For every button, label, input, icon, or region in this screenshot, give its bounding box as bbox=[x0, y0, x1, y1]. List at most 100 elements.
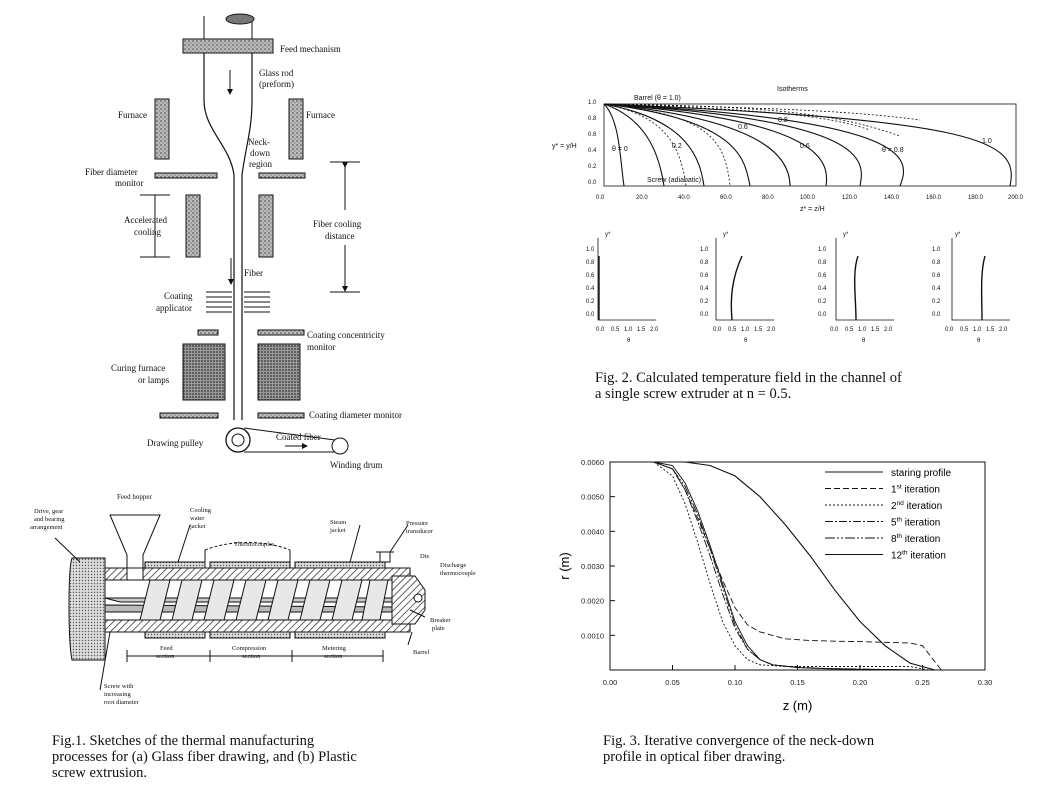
series-line-2 bbox=[653, 461, 942, 671]
fig2-contour-label: 1.0 bbox=[982, 138, 992, 145]
label-metering-1: Metering bbox=[322, 645, 346, 652]
y-tick-label: 0.0020 bbox=[581, 597, 604, 606]
x-tick-label: 0.00 bbox=[603, 678, 618, 687]
label-concentricity-2: monitor bbox=[307, 342, 336, 352]
fig2-ytick: 0.8 bbox=[588, 116, 597, 122]
fig2-xtick: 40.0 bbox=[678, 195, 690, 201]
profile-ytick: 0.4 bbox=[932, 286, 941, 292]
label-drive-2: and bearing bbox=[34, 516, 65, 523]
profile-ylabel: y* bbox=[955, 232, 961, 238]
profile-ytick: 1.0 bbox=[818, 247, 827, 253]
curing-right bbox=[257, 343, 301, 401]
label-pressure-2: transducer bbox=[406, 528, 434, 535]
x-tick-label: 0.20 bbox=[853, 678, 868, 687]
fig2-contour-label: 0.2 bbox=[672, 143, 682, 150]
y-axis-label: r (m) bbox=[557, 552, 572, 579]
fig2-xtick: 200.0 bbox=[1008, 195, 1024, 201]
fig3-caption-line1: Fig. 3. Iterative convergence of the nec… bbox=[603, 733, 875, 749]
label-steam-2: jacket bbox=[330, 527, 346, 534]
legend-label: 8th iteration bbox=[891, 533, 940, 545]
profile-ytick: 0.4 bbox=[700, 286, 709, 292]
profile-ytick: 0.2 bbox=[586, 299, 595, 305]
label-glass-rod: Glass rod bbox=[259, 68, 294, 78]
profile-ytick: 0.2 bbox=[932, 299, 941, 305]
profile-ytick: 1.0 bbox=[932, 247, 941, 253]
profile-xtick: 0.0 bbox=[945, 327, 954, 333]
profile-xtick: 1.5 bbox=[754, 327, 763, 333]
profile-ytick: 0.4 bbox=[586, 286, 595, 292]
profile-xtick: 1.5 bbox=[637, 327, 646, 333]
profile-ytick: 0.0 bbox=[818, 312, 827, 318]
fig2-xtick: 80.0 bbox=[762, 195, 774, 201]
label-feed-mechanism: Feed mechanism bbox=[280, 44, 341, 54]
profile-ytick: 0.4 bbox=[818, 286, 827, 292]
label-screw-2: increasing bbox=[104, 691, 131, 698]
coating-applicator bbox=[206, 291, 270, 313]
profile-ylabel: y* bbox=[843, 232, 849, 238]
x-tick-label: 0.10 bbox=[728, 678, 743, 687]
fig1-caption-line2: processes for (a) Glass fiber drawing, a… bbox=[52, 749, 357, 765]
fig2-xtick: 60.0 bbox=[720, 195, 732, 201]
label-cooling-2: water bbox=[190, 515, 205, 522]
profile-xlabel: θ bbox=[744, 338, 748, 344]
label-breaker-2: plate bbox=[432, 625, 445, 632]
fig2-ytick: 0.6 bbox=[588, 132, 597, 138]
legend-label: 12th iteration bbox=[891, 550, 946, 562]
profile-ytick: 0.2 bbox=[818, 299, 827, 305]
fig3-caption-line2: profile in optical fiber drawing. bbox=[603, 749, 786, 765]
profile-ytick: 0.0 bbox=[586, 312, 595, 318]
series-line-5 bbox=[653, 461, 923, 671]
profile-xtick: 0.0 bbox=[713, 327, 722, 333]
fig2-profiles bbox=[597, 238, 1010, 321]
label-furnace-left: Furnace bbox=[118, 110, 147, 120]
label-preform: (preform) bbox=[259, 79, 294, 89]
winding-drum-shape bbox=[331, 437, 349, 455]
profile-xtick: 0.5 bbox=[960, 327, 969, 333]
y-tick-label: 0.0030 bbox=[581, 562, 604, 571]
profile-xlabel: θ bbox=[862, 338, 866, 344]
label-discharge-2: thermocouple bbox=[440, 570, 476, 577]
label-fiber-cooling-1: Fiber cooling bbox=[313, 219, 362, 229]
profile-xtick: 1.5 bbox=[986, 327, 995, 333]
profile-xlabel: θ bbox=[977, 338, 981, 344]
fig2-contour-label: θ = 0.8 bbox=[882, 147, 904, 154]
fig2-contour-label: 0.6 bbox=[800, 143, 810, 150]
label-accelerated-1: Accelerated bbox=[124, 215, 167, 225]
profile-ytick: 0.8 bbox=[818, 260, 827, 266]
profile-xtick: 2.0 bbox=[999, 327, 1008, 333]
label-drive-1: Drive, gear bbox=[34, 508, 64, 515]
profile-ytick: 0.8 bbox=[700, 260, 709, 266]
fig2-xlabel: z* = z/H bbox=[800, 206, 825, 213]
fig1b-extruder bbox=[54, 514, 426, 691]
furnace-right-block bbox=[288, 98, 304, 160]
label-concentricity-1: Coating concentricity bbox=[307, 330, 385, 340]
label-curing-1: Curing furnace bbox=[111, 363, 166, 373]
profile-xtick: 0.5 bbox=[611, 327, 620, 333]
profile-xtick: 0.0 bbox=[596, 327, 605, 333]
label-metering-2: section bbox=[324, 653, 343, 660]
fig2-xtick: 120.0 bbox=[842, 195, 858, 201]
fig2-xtick: 100.0 bbox=[800, 195, 816, 201]
label-pressure-1: Pressure bbox=[406, 520, 429, 527]
label-screw-3: root diameter bbox=[104, 699, 139, 706]
y-tick-label: 0.0060 bbox=[581, 458, 604, 467]
label-neck-down-3: region bbox=[249, 159, 272, 169]
label-die: Die bbox=[420, 553, 430, 560]
fig2-barrel-label: Barrel (θ = 1.0) bbox=[634, 95, 681, 102]
glass-rod bbox=[203, 53, 253, 420]
profile-xtick: 1.0 bbox=[741, 327, 750, 333]
profile-xtick: 1.0 bbox=[973, 327, 982, 333]
label-barrel: Barrel bbox=[413, 649, 430, 656]
fig2-contour-label: 0.8 bbox=[778, 117, 788, 124]
x-axis-label: z (m) bbox=[783, 698, 813, 713]
label-furnace-right: Furnace bbox=[306, 110, 335, 120]
series-line-6 bbox=[653, 461, 923, 671]
profile-ytick: 1.0 bbox=[586, 247, 595, 253]
label-compression-2: section bbox=[242, 653, 261, 660]
legend-label: 1st iteration bbox=[891, 484, 940, 496]
label-neck-down-1: Neck- bbox=[248, 137, 270, 147]
profile-ylabel: y* bbox=[723, 232, 729, 238]
fig2-title: Isotherms bbox=[777, 86, 808, 93]
fig2-xtick: 180.0 bbox=[968, 195, 984, 201]
profile-ylabel: y* bbox=[605, 232, 611, 238]
